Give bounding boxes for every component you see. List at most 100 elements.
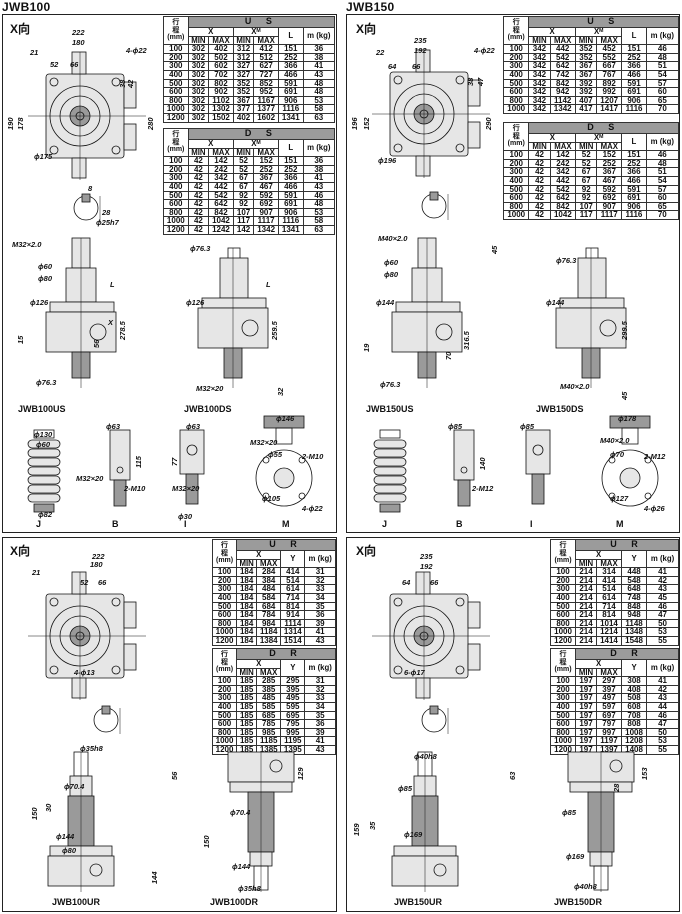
table-cell: 1200 xyxy=(211,635,238,646)
table-cell: 600 xyxy=(163,87,189,97)
table-cell: 767 xyxy=(595,69,623,80)
col-header: m (kg) xyxy=(646,658,679,678)
table-cell: 952 xyxy=(253,87,279,97)
dimension-label: ϕ30 xyxy=(178,512,193,521)
dimension-label: 190 xyxy=(6,117,15,130)
table-cell: 100 xyxy=(163,156,189,166)
dimension-label: ϕ105 xyxy=(262,494,281,503)
table-cell: 43 xyxy=(302,69,336,80)
table-cell: 691 xyxy=(621,87,647,97)
caption-dr150: JWB150DR xyxy=(554,897,603,907)
dimension-label: ϕ130 xyxy=(34,430,53,439)
dimension-label: ϕ85 xyxy=(398,784,413,793)
dimension-label: 235 xyxy=(414,36,427,45)
dimension-label: 290 xyxy=(484,117,493,130)
table-cell: 54 xyxy=(645,175,680,186)
dimension-label: 63 xyxy=(508,771,517,780)
dimension-label: 15 xyxy=(16,335,25,344)
table-header: D S xyxy=(187,128,336,140)
dimension-label: 66 xyxy=(98,578,107,587)
table-cell: 467 xyxy=(596,175,623,186)
table-cell: 34 xyxy=(304,592,336,603)
table-cell: 100 xyxy=(163,44,189,54)
col-header: Y xyxy=(621,549,648,569)
dimension-label: 66 xyxy=(412,62,421,71)
table-cell: 784 xyxy=(256,610,282,620)
dimension-label: ϕ76.3 xyxy=(36,378,57,387)
dimension-label: ϕ55 xyxy=(268,450,283,459)
table-cell: 600 xyxy=(502,193,530,203)
dimension-label: 45 xyxy=(490,245,499,254)
table-cell: 442 xyxy=(208,181,234,192)
dimension-label: ϕ40h8 xyxy=(574,882,597,891)
dimension-label: ϕ60 xyxy=(384,258,399,267)
stroke-header: 行程(mm) xyxy=(502,121,530,152)
title-right: JWB150 xyxy=(346,0,395,14)
flange-m-100 xyxy=(255,415,313,507)
dimension-label: M32×20 xyxy=(196,384,224,393)
table-cell: 308 xyxy=(621,676,648,686)
table-cell: 600 xyxy=(211,610,238,620)
dimension-label: ϕ60 xyxy=(36,440,51,449)
table-cell: 466 xyxy=(277,181,304,192)
table-cell: 466 xyxy=(621,175,647,186)
clevis-i-150 xyxy=(525,429,551,505)
table-cell: 1116 xyxy=(621,210,647,220)
table-cell: 1042 xyxy=(549,210,577,220)
dimension-label: ϕ76.3 xyxy=(556,256,577,265)
dimension-label: 6-ϕ17 xyxy=(404,668,425,677)
table-cell: 152 xyxy=(253,156,279,166)
caption-j: J xyxy=(382,519,388,529)
side-view-jwb150dr xyxy=(567,751,635,892)
dimension-label: 222 xyxy=(92,552,105,561)
table-cell: 600 xyxy=(549,610,577,620)
col-header: m (kg) xyxy=(304,549,336,569)
key-detail-150 xyxy=(421,191,449,220)
dimension-label: 4-ϕ22 xyxy=(302,504,323,513)
caption-m: M xyxy=(616,519,624,529)
side-view-jwb150ur xyxy=(391,751,459,892)
table-cell: 70 xyxy=(645,104,680,114)
dimension-label: 222 xyxy=(72,28,85,37)
dimension-label: 21 xyxy=(30,48,39,57)
table-cell: 467 xyxy=(253,181,279,192)
table-cell: 691 xyxy=(621,193,647,203)
table-cell: 214 xyxy=(575,610,597,620)
col-header: m (kg) xyxy=(646,549,679,569)
table-cell: 43 xyxy=(304,744,336,755)
col-header: L xyxy=(621,132,647,152)
key-detail-150r xyxy=(421,705,449,734)
col-header: m (kg) xyxy=(302,138,336,158)
table-cell: 402 xyxy=(232,112,255,123)
table-cell: 36 xyxy=(304,719,336,729)
dimension-label: 66 xyxy=(70,60,79,69)
table-cell: 31 xyxy=(304,676,336,686)
dimension-label: M32×20 xyxy=(76,474,104,483)
table-cell: 142 xyxy=(208,156,234,166)
side-view-jwb100us xyxy=(45,237,117,388)
stroke-header: 行程(mm) xyxy=(163,127,189,158)
dimension-label: ϕ169 xyxy=(566,852,585,861)
dimension-label: 192 xyxy=(420,562,433,571)
table-cell: 691 xyxy=(277,87,304,97)
col-header: Y xyxy=(280,549,306,569)
table-cell: 54 xyxy=(645,69,680,80)
table-cell: 1117 xyxy=(596,210,623,220)
top-view-jwb100 xyxy=(28,51,146,180)
caption-ur100: JWB100UR xyxy=(52,897,101,907)
dimension-label: ϕ60 xyxy=(38,262,53,271)
